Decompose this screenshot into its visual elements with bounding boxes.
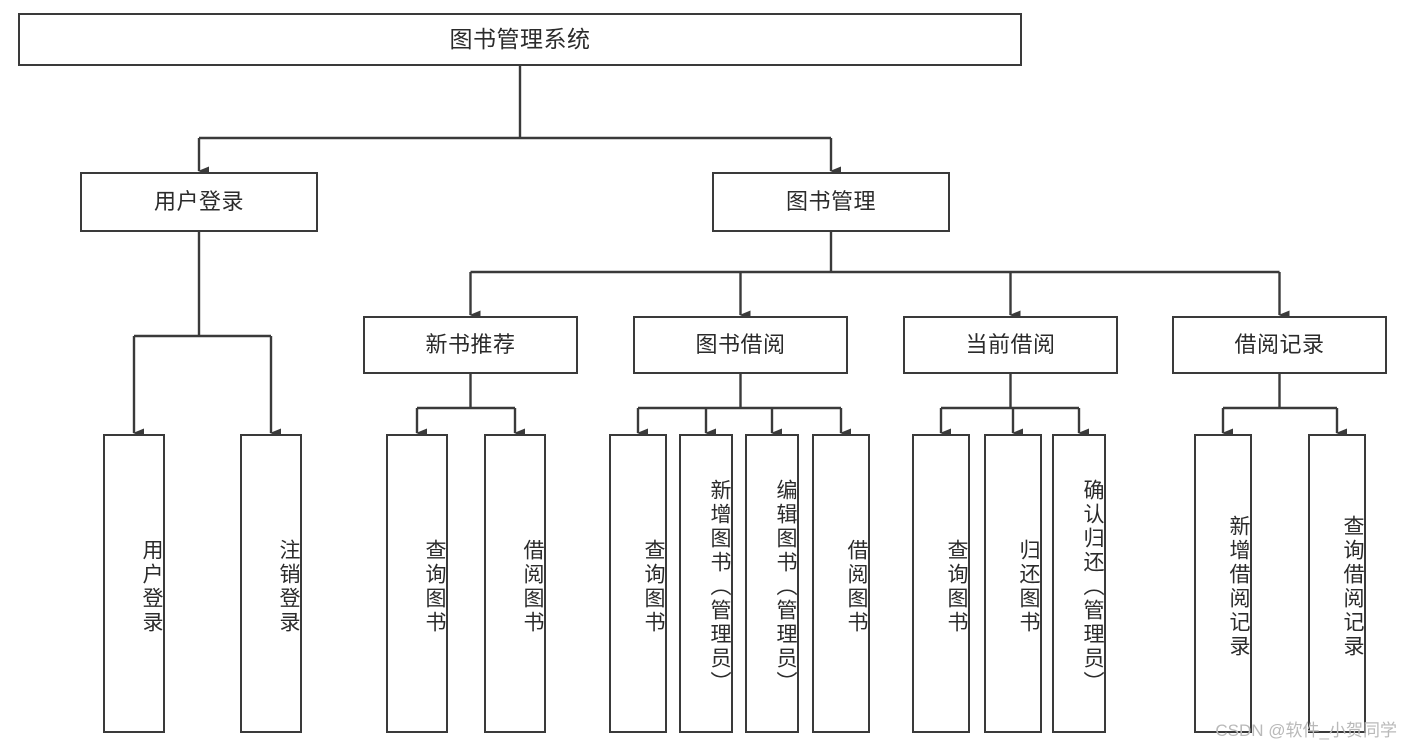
node-l8[interactable]: 借阅图书 — [812, 434, 870, 733]
node-label: 借阅图书 — [521, 538, 544, 635]
node-label: 当前借阅 — [965, 331, 1056, 357]
node-root[interactable]: 图书管理系统 — [18, 13, 1022, 66]
edge-group — [132, 66, 1347, 438]
node-l12[interactable]: 新增借阅记录 — [1194, 434, 1252, 733]
watermark: CSDN @软件_小贺同学 — [1215, 721, 1397, 740]
node-label: 借阅图书 — [845, 538, 868, 635]
node-label: 新增借阅记录 — [1227, 514, 1250, 659]
node-label: 借阅记录 — [1234, 331, 1325, 357]
node-l9[interactable]: 查询图书 — [912, 434, 970, 733]
node-l6[interactable]: 新增图书（管理员） — [679, 434, 733, 733]
node-n3d[interactable]: 借阅记录 — [1172, 316, 1387, 374]
node-l13[interactable]: 查询借阅记录 — [1308, 434, 1366, 733]
node-l5[interactable]: 查询图书 — [609, 434, 667, 733]
node-n2a[interactable]: 用户登录 — [80, 172, 318, 232]
node-l10[interactable]: 归还图书 — [984, 434, 1042, 733]
node-l11[interactable]: 确认归还（管理员） — [1052, 434, 1106, 733]
node-label: 查询图书 — [945, 538, 968, 635]
node-l2[interactable]: 注销登录 — [240, 434, 302, 733]
node-label: 图书管理系统 — [449, 25, 591, 52]
node-l3[interactable]: 查询图书 — [386, 434, 448, 733]
node-label: 归还图书 — [1017, 538, 1040, 635]
node-l4[interactable]: 借阅图书 — [484, 434, 546, 733]
node-label: 图书借阅 — [695, 331, 786, 357]
node-label: 查询图书 — [642, 538, 665, 635]
node-label: 查询借阅记录 — [1341, 514, 1364, 659]
node-label: 确认归还（管理员） — [1081, 478, 1104, 695]
node-label: 图书管理 — [785, 188, 876, 214]
node-label: 查询图书 — [423, 538, 446, 635]
node-label: 编辑图书（管理员） — [774, 478, 797, 695]
node-n3c[interactable]: 当前借阅 — [903, 316, 1118, 374]
node-label: 用户登录 — [140, 538, 163, 635]
node-label: 注销登录 — [277, 538, 300, 635]
node-l7[interactable]: 编辑图书（管理员） — [745, 434, 799, 733]
node-l1[interactable]: 用户登录 — [103, 434, 165, 733]
node-label: 用户登录 — [153, 188, 244, 214]
node-n3a[interactable]: 新书推荐 — [363, 316, 578, 374]
node-label: 新增图书（管理员） — [708, 478, 731, 695]
node-label: 新书推荐 — [425, 331, 516, 357]
node-n3b[interactable]: 图书借阅 — [633, 316, 848, 374]
node-n2b[interactable]: 图书管理 — [712, 172, 950, 232]
